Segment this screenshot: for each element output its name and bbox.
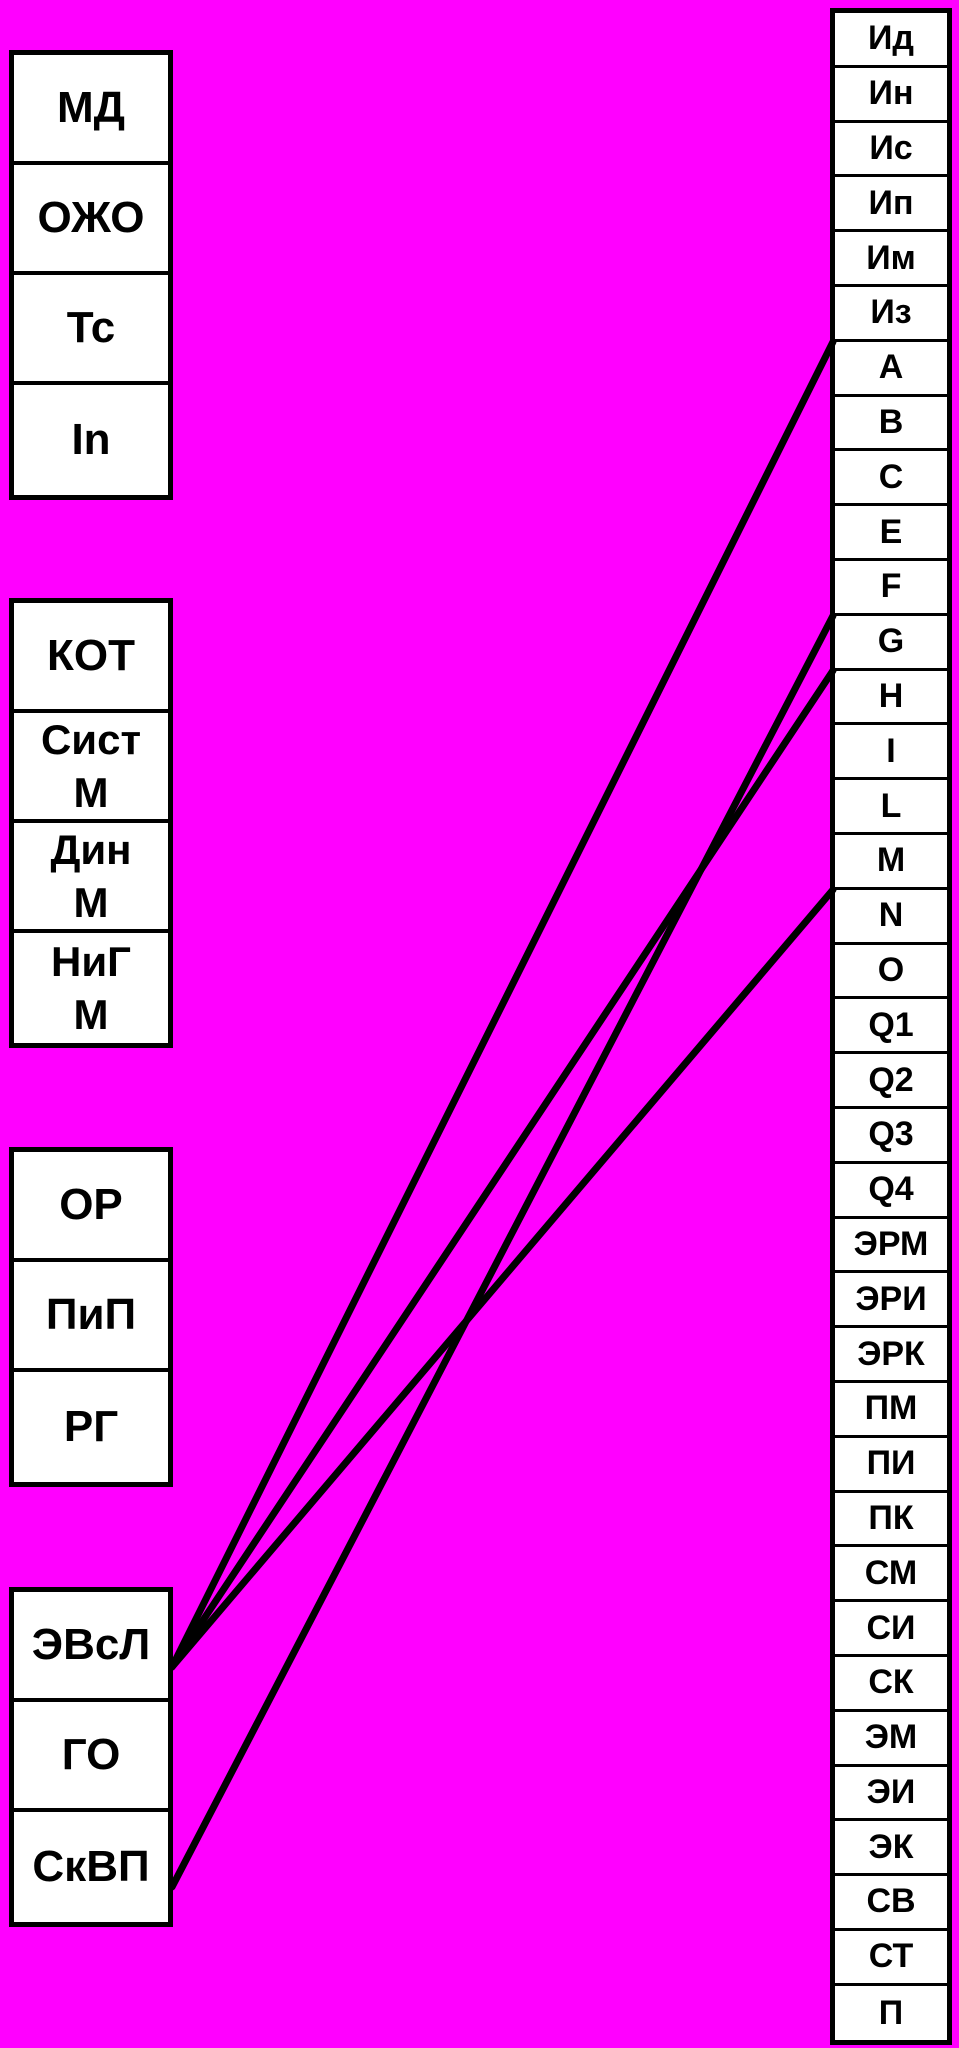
- left-box: ГО: [14, 1702, 168, 1812]
- right-box: Q1: [835, 999, 947, 1055]
- right-box: Ид: [835, 13, 947, 68]
- left-box: НиГ М: [51, 938, 131, 1038]
- left-box: Сист М: [14, 713, 168, 823]
- right-box: ЭРМ: [835, 1219, 947, 1274]
- left-box: ПиП: [14, 1262, 168, 1372]
- connector-line: [168, 886, 837, 1671]
- right-box: B: [835, 397, 947, 452]
- right-box: Ис: [835, 123, 947, 178]
- right-box: Из: [835, 287, 947, 342]
- right-box: Q3: [835, 1109, 947, 1164]
- right-box: G: [835, 616, 947, 671]
- right-box: СВ: [835, 1876, 947, 1931]
- right-box: O: [835, 945, 947, 1000]
- right-box: ЭМ: [835, 1712, 947, 1767]
- right-box: Ин: [835, 68, 947, 123]
- right-box: ПМ: [835, 1383, 947, 1438]
- right-box: ЭИ: [835, 1767, 947, 1822]
- connector-line: [168, 612, 837, 1891]
- right-box: Им: [835, 232, 947, 287]
- left-box: РГ: [63, 1402, 119, 1451]
- right-box: F: [835, 561, 947, 616]
- right-box: СИ: [835, 1602, 947, 1657]
- left-box: КОТ: [14, 603, 168, 713]
- right-box: I: [835, 725, 947, 781]
- left-box: ЭВсЛ: [14, 1592, 168, 1702]
- left-box: МД: [14, 55, 168, 165]
- right-box: Q2: [835, 1054, 947, 1109]
- right-box: C: [835, 451, 947, 507]
- right-box: ЭРИ: [835, 1273, 947, 1329]
- right-box: H: [835, 671, 947, 726]
- right-box: П: [878, 1993, 904, 2032]
- left-box: In: [71, 415, 111, 464]
- right-box: M: [835, 835, 947, 890]
- right-box: ЭК: [835, 1821, 947, 1877]
- left-box: СкВП: [32, 1842, 150, 1891]
- right-box: A: [835, 342, 947, 397]
- right-box: СТ: [835, 1931, 947, 1986]
- connector-line: [168, 338, 837, 1671]
- right-box: СМ: [835, 1547, 947, 1603]
- right-box: Ип: [835, 177, 947, 233]
- right-box: L: [835, 780, 947, 835]
- connector-line: [168, 667, 837, 1671]
- right-box: ПК: [835, 1493, 947, 1548]
- right-box: Q4: [835, 1164, 947, 1219]
- left-box: ОЖО: [14, 165, 168, 275]
- right-box: N: [835, 890, 947, 945]
- left-box: Дин М: [14, 823, 168, 933]
- right-box: СК: [835, 1657, 947, 1712]
- left-box: Тс: [14, 275, 168, 385]
- right-box: E: [835, 506, 947, 561]
- right-box: ЭРК: [835, 1328, 947, 1383]
- right-box: ПИ: [835, 1438, 947, 1493]
- left-box: ОР: [14, 1152, 168, 1262]
